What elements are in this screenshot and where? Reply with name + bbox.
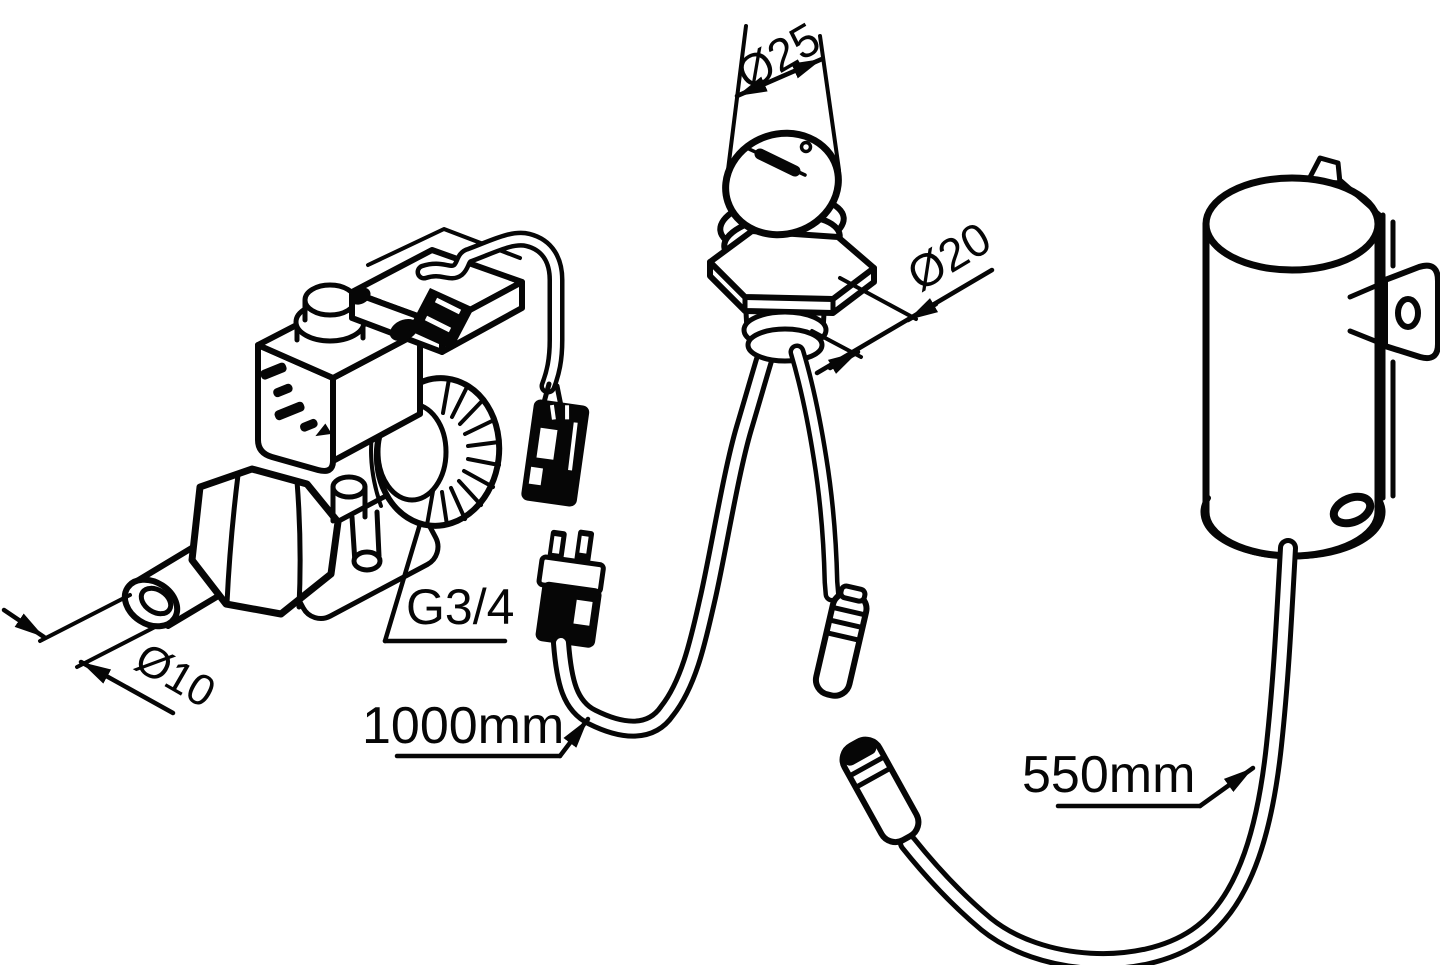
knurl-ribs [425, 377, 501, 527]
cable-1000mm-connector [535, 529, 606, 648]
cable-grommet [1329, 492, 1375, 528]
push-button-hex-nut [707, 228, 877, 316]
push-button-cable-right [788, 343, 841, 603]
valve-cable-length-callout: 1000mm [362, 697, 591, 759]
valve-cable-connector [521, 399, 590, 507]
cable-550mm-connector [839, 736, 922, 846]
control-cable-length-callout: 550mm [1022, 746, 1256, 809]
solenoid-valve [121, 227, 525, 630]
solenoid-coil [255, 282, 423, 474]
push-button-shank [741, 309, 829, 364]
dim-cap-diameter: Ø25 [725, 12, 841, 180]
coil-markings [260, 362, 332, 437]
cap-slot [754, 148, 801, 177]
valve-terminal-bracket [349, 227, 525, 355]
thread-size-label: G3/4 [406, 579, 514, 635]
cap-diameter-label: Ø25 [727, 12, 828, 101]
push-button-sensor [707, 129, 877, 364]
valve-stem [330, 474, 383, 573]
control-cable-length-label: 550mm [1022, 746, 1195, 804]
valve-cable-length-label: 1000mm [362, 697, 564, 755]
control-box [1200, 155, 1440, 560]
control-box-bracket [1338, 178, 1440, 501]
cap-led-dot [799, 140, 813, 154]
thread-size-callout: G3/4 [382, 521, 514, 644]
bracket-hole [1395, 296, 1421, 330]
push-button-cable-connector [812, 583, 870, 699]
push-button-cap [722, 129, 842, 239]
cable-550mm [898, 538, 1298, 965]
body-diameter-label: Ø20 [898, 212, 999, 301]
cable-1000mm [551, 337, 778, 739]
cable-clamp-plate [408, 288, 474, 350]
pipe-diameter-label: Ø10 [127, 634, 224, 718]
bottom-rim [1289, 495, 1386, 560]
valve-hex-nut [188, 465, 342, 618]
